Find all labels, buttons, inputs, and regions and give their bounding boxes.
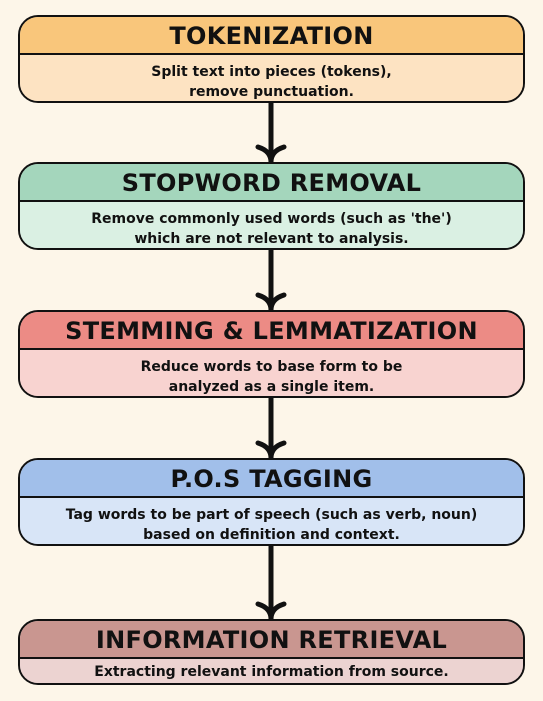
stage-description: Remove commonly used words (such as 'the…: [20, 202, 523, 248]
stage-title: STOPWORD REMOVAL: [20, 164, 523, 202]
stage-description-line: analyzed as a single item.: [168, 379, 375, 395]
stage-description-line: which are not relevant to analysis.: [134, 231, 409, 247]
stage-description-line: Reduce words to base form to be: [140, 359, 403, 375]
stage-title: P.O.S TAGGING: [20, 460, 523, 498]
stage-stemming-lemmatization: STEMMING & LEMMATIZATION Reduce words to…: [18, 310, 525, 398]
stage-tokenization: TOKENIZATION Split text into pieces (tok…: [18, 15, 525, 103]
stage-description: Tag words to be part of speech (such as …: [20, 498, 523, 544]
stage-title: INFORMATION RETRIEVAL: [20, 621, 523, 659]
stage-description: Split text into pieces (tokens), remove …: [20, 55, 523, 101]
stage-description-line: Remove commonly used words (such as 'the…: [91, 211, 452, 227]
stage-stopword-removal: STOPWORD REMOVAL Remove commonly used wo…: [18, 162, 525, 250]
stage-title: STEMMING & LEMMATIZATION: [20, 312, 523, 350]
stage-description-line: Split text into pieces (tokens),: [151, 64, 392, 80]
flow-arrow-down-icon: [255, 248, 287, 312]
stage-description-line: based on definition and context.: [143, 527, 400, 543]
stage-description-line: Tag words to be part of speech (such as …: [65, 507, 478, 523]
stage-title: TOKENIZATION: [20, 17, 523, 55]
flow-arrow-down-icon: [255, 101, 287, 164]
flow-arrow-down-icon: [255, 544, 287, 621]
stage-information-retrieval: INFORMATION RETRIEVAL Extracting relevan…: [18, 619, 525, 685]
stage-description-line: Extracting relevant information from sou…: [94, 664, 449, 680]
stage-description: Reduce words to base form to be analyzed…: [20, 350, 523, 396]
stage-description-line: remove punctuation.: [189, 84, 354, 100]
stage-pos-tagging: P.O.S TAGGING Tag words to be part of sp…: [18, 458, 525, 546]
flow-arrow-down-icon: [255, 396, 287, 460]
stage-description: Extracting relevant information from sou…: [20, 659, 523, 683]
